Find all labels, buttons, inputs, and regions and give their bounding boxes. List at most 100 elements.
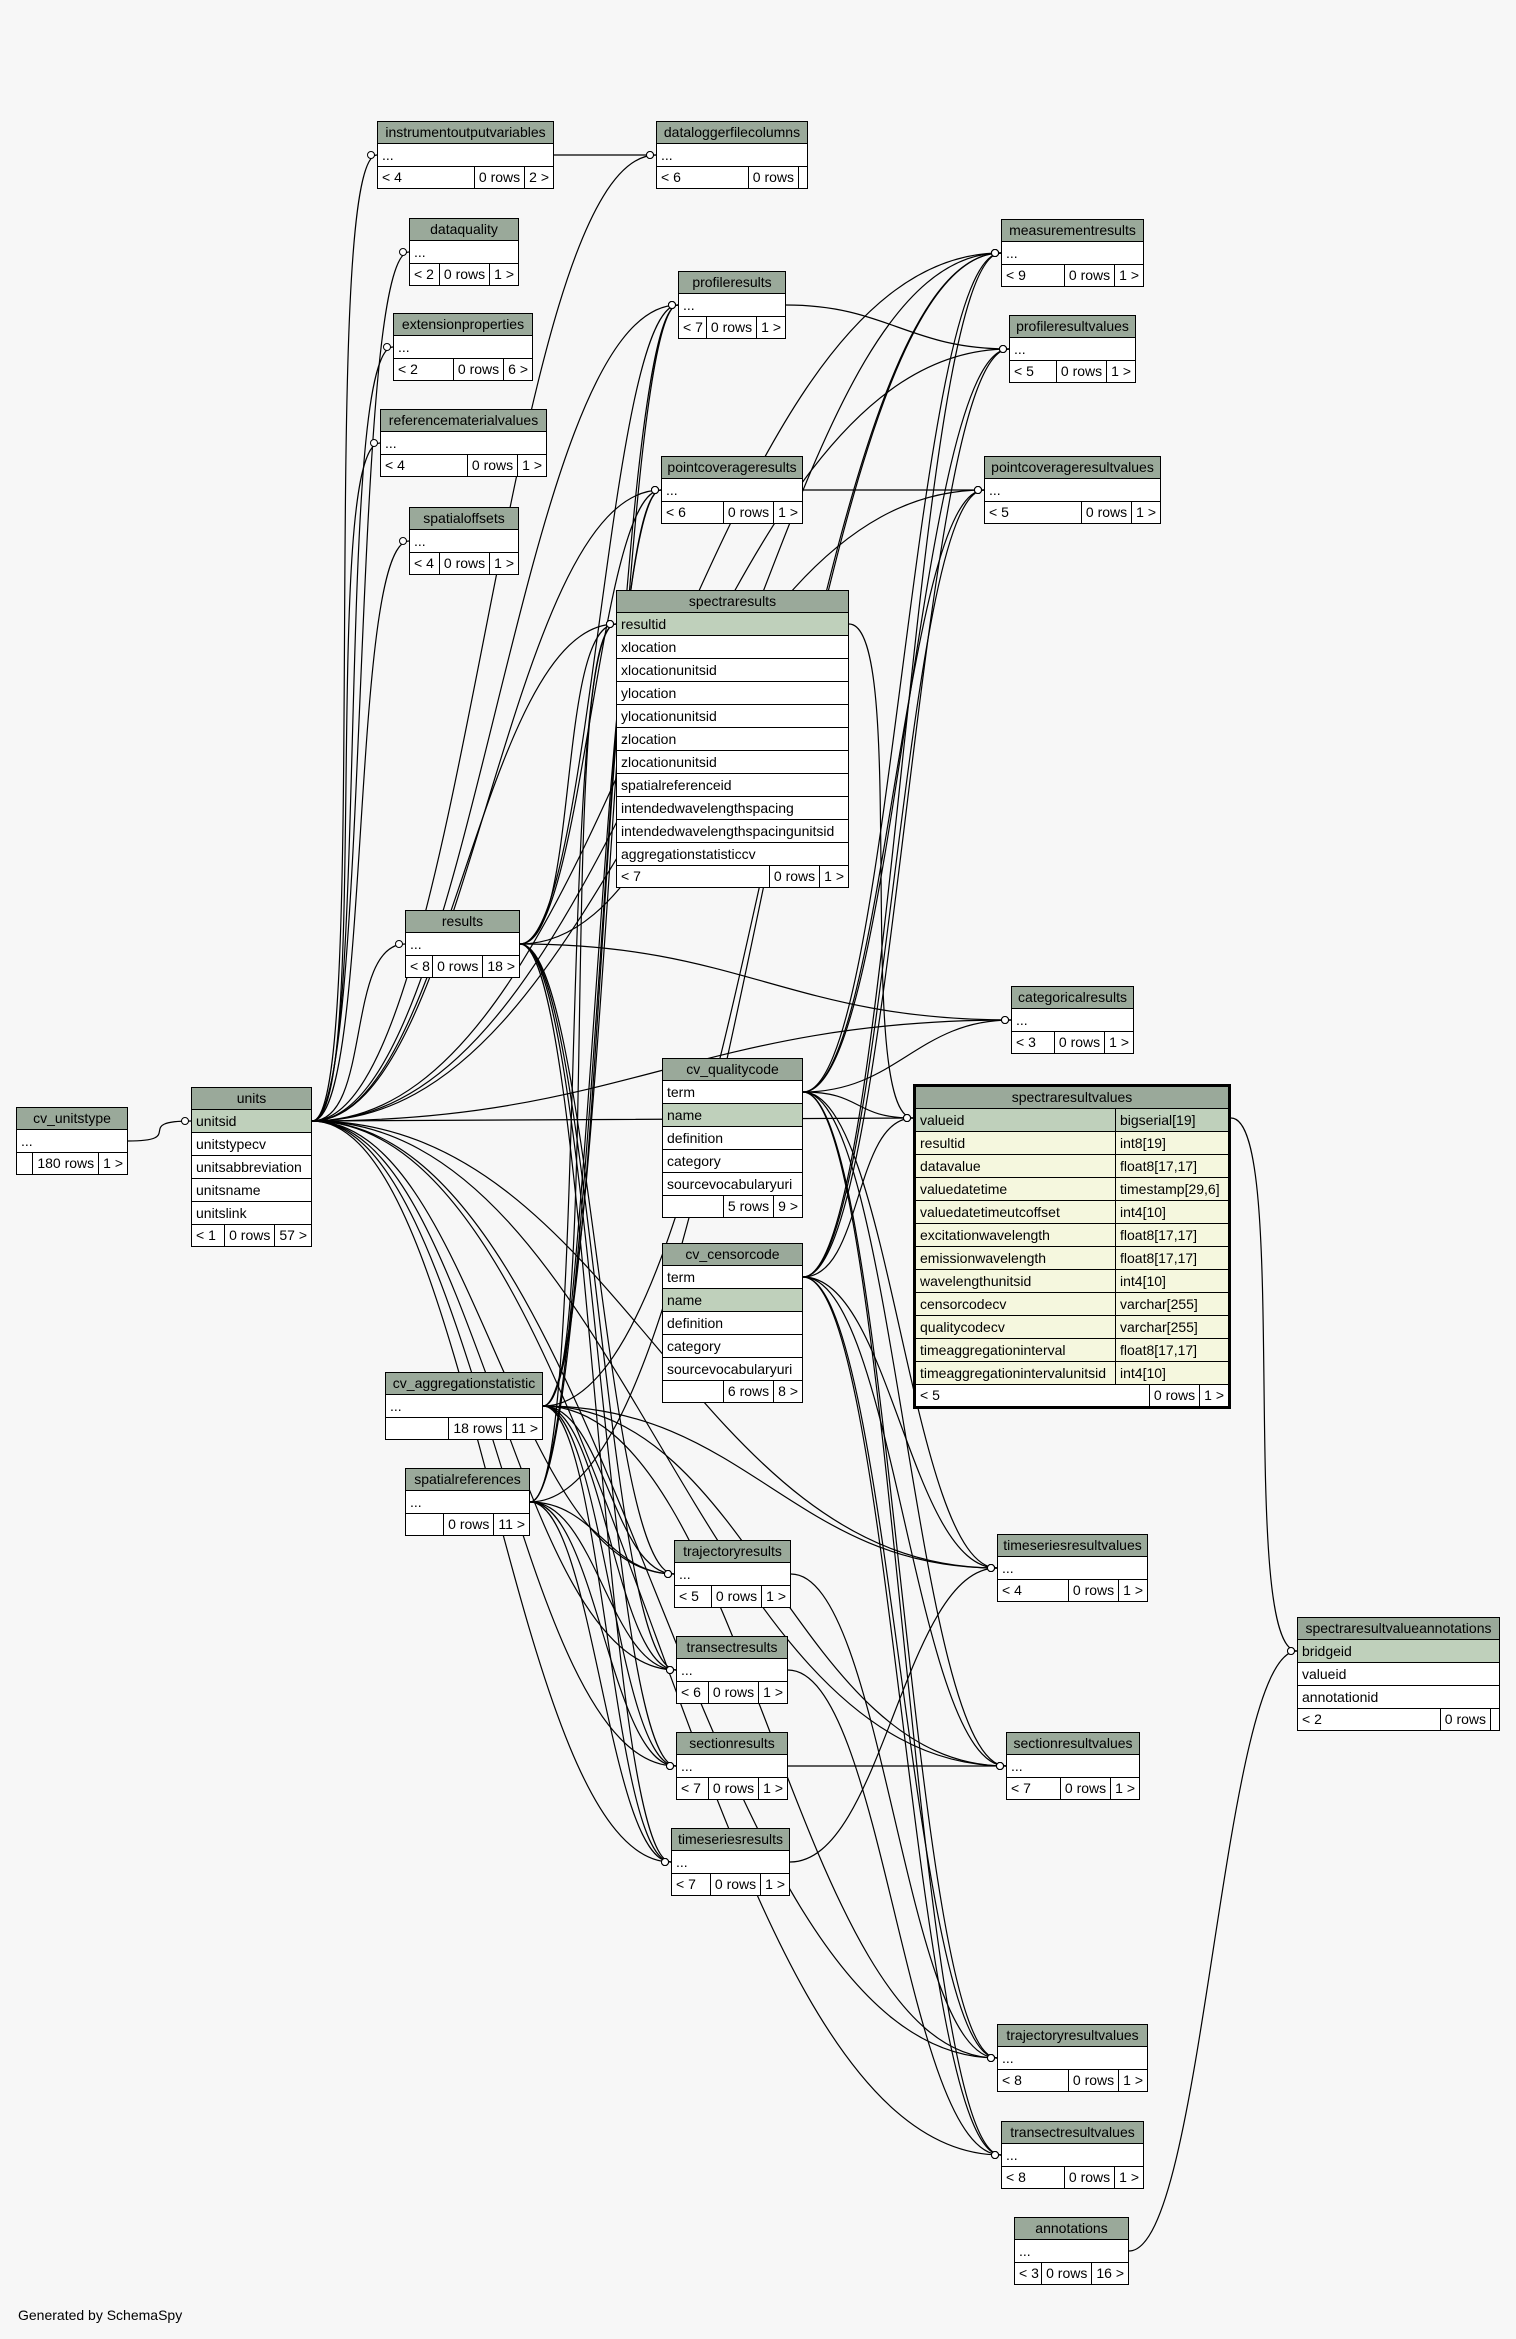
parent-count[interactable]: < 9 — [1006, 267, 1026, 283]
child-count[interactable]: 1 > — [1199, 1385, 1228, 1406]
parent-count[interactable]: < 2 — [414, 266, 434, 282]
child-count[interactable]: 18 > — [482, 956, 519, 977]
column-intendedwavelengthspacing[interactable]: intendedwavelengthspacing — [617, 797, 848, 820]
child-count[interactable]: 1 > — [1118, 1580, 1147, 1601]
parent-count[interactable]: < 8 — [1002, 2072, 1022, 2088]
child-count[interactable]: 1 > — [773, 502, 802, 523]
column-ellipsis[interactable]: ... — [410, 530, 518, 553]
column-valueid[interactable]: valueid — [1298, 1663, 1499, 1686]
parent-count[interactable]: < 5 — [989, 504, 1009, 520]
column-category[interactable]: category — [663, 1150, 802, 1173]
column-ellipsis[interactable]: ... — [406, 1491, 529, 1514]
column-sourcevocabularyuri[interactable]: sourcevocabularyuri — [663, 1358, 802, 1381]
parent-count[interactable]: < 5 — [920, 1387, 940, 1403]
child-count[interactable]: 1 > — [760, 1874, 789, 1895]
column-ellipsis[interactable]: ... — [1015, 2240, 1128, 2263]
column-term[interactable]: term — [663, 1081, 802, 1104]
child-count[interactable]: 1 > — [1110, 1778, 1139, 1799]
child-count[interactable]: 1 > — [517, 455, 546, 476]
parent-count[interactable]: < 7 — [681, 1780, 701, 1796]
parent-count[interactable]: < 4 — [382, 169, 402, 185]
child-count[interactable]: 1 > — [819, 866, 848, 887]
parent-count[interactable] — [406, 1514, 443, 1535]
column-ellipsis[interactable]: ... — [1010, 338, 1135, 361]
child-count[interactable]: 1 > — [1104, 1032, 1133, 1053]
column-ellipsis[interactable]: ... — [378, 144, 553, 167]
child-count[interactable]: 1 > — [1106, 361, 1135, 382]
child-count[interactable]: 8 > — [773, 1381, 802, 1402]
column-resultid[interactable]: resultid — [617, 613, 848, 636]
column-ellipsis[interactable]: ... — [662, 479, 802, 502]
column-spatialreferenceid[interactable]: spatialreferenceid — [617, 774, 848, 797]
column-ellipsis[interactable]: ... — [17, 1130, 127, 1153]
column-ylocation[interactable]: ylocation — [617, 682, 848, 705]
parent-count[interactable]: < 8 — [1006, 2169, 1026, 2185]
column-ellipsis[interactable]: ... — [1002, 242, 1143, 265]
parent-count[interactable]: < 2 — [1302, 1711, 1322, 1727]
column-ellipsis[interactable]: ... — [1007, 1755, 1139, 1778]
child-count[interactable]: 1 > — [758, 1778, 787, 1799]
column-zlocation[interactable]: zlocation — [617, 728, 848, 751]
parent-count[interactable]: < 6 — [661, 169, 681, 185]
column-xlocation[interactable]: xlocation — [617, 636, 848, 659]
column-ellipsis[interactable]: ... — [985, 479, 1160, 502]
parent-count[interactable]: < 4 — [414, 555, 434, 571]
child-count[interactable]: 1 > — [756, 317, 785, 338]
child-count[interactable]: 11 > — [506, 1418, 542, 1439]
column-ellipsis[interactable]: ... — [406, 933, 519, 956]
child-count[interactable] — [798, 167, 807, 188]
child-count[interactable]: 1 > — [489, 264, 518, 285]
column-ellipsis[interactable]: ... — [677, 1755, 787, 1778]
column-definition[interactable]: definition — [663, 1312, 802, 1335]
column-unitstypecv[interactable]: unitstypecv — [192, 1133, 311, 1156]
parent-count[interactable]: < 2 — [398, 361, 418, 377]
parent-count[interactable]: < 4 — [1002, 1582, 1022, 1598]
child-count[interactable]: 1 > — [1114, 2167, 1143, 2188]
column-sourcevocabularyuri[interactable]: sourcevocabularyuri — [663, 1173, 802, 1196]
column-unitsname[interactable]: unitsname — [192, 1179, 311, 1202]
parent-count[interactable]: < 6 — [666, 504, 686, 520]
parent-count[interactable]: < 7 — [683, 319, 703, 335]
child-count[interactable] — [1490, 1709, 1499, 1730]
column-unitsid[interactable]: unitsid — [192, 1110, 311, 1133]
column-ellipsis[interactable]: ... — [381, 432, 546, 455]
child-count[interactable]: 57 > — [274, 1225, 311, 1246]
child-count[interactable]: 1 > — [1118, 2070, 1147, 2091]
column-ellipsis[interactable]: ... — [410, 241, 518, 264]
column-ellipsis[interactable]: ... — [672, 1851, 789, 1874]
child-count[interactable]: 1 > — [1131, 502, 1160, 523]
column-definition[interactable]: definition — [663, 1127, 802, 1150]
parent-count[interactable] — [17, 1153, 32, 1174]
column-ellipsis[interactable]: ... — [675, 1563, 790, 1586]
parent-count[interactable]: < 1 — [196, 1227, 216, 1243]
column-ellipsis[interactable]: ... — [657, 144, 807, 167]
column-ellipsis[interactable]: ... — [998, 2047, 1147, 2070]
column-name[interactable]: name — [663, 1104, 802, 1127]
parent-count[interactable] — [663, 1196, 723, 1217]
